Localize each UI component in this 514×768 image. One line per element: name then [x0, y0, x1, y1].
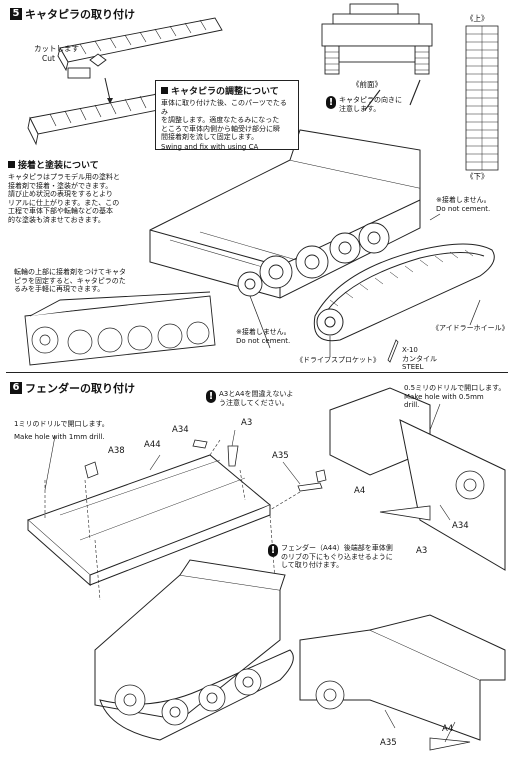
step5-title: 5 キャタピラの取り付け [10, 6, 135, 22]
track-adjust-box: キャタピラの調整について 車体に取り付けた後、このパーツでたるみ を調整します。… [155, 80, 299, 151]
tool-label: X-10 カンタイル STEEL [402, 346, 437, 372]
cut-label-jp: カットします [34, 44, 79, 53]
track-adjust-body: 車体に取り付けた後、このパーツでたるみ を調整します。適度なたるみになった とこ… [161, 99, 287, 151]
track-adjust-heading: キャタピラの調整について [161, 84, 293, 97]
step6-title-text: フェンダーの取り付け [25, 382, 135, 395]
cut-label: カットします Cut [34, 44, 79, 63]
bonding-heading: 接着と塗装について [8, 158, 156, 171]
bonding-body: キャタピラはプラモデル用の塗料と 接着剤で接着・塗装ができます。 請び止め状況の… [8, 173, 120, 224]
step6-title: 6 フェンダーの取り付け [10, 380, 135, 396]
part-label-a3-right: A3 [416, 546, 428, 556]
step5-title-text: キャタピラの取り付け [25, 8, 135, 21]
part-label-a38: A38 [108, 446, 125, 456]
no-cement-note-idler: ※接着しません。 Do not cement. [436, 196, 491, 213]
bottom-view-label: 《下》 [466, 172, 489, 181]
step6-number: 6 [10, 382, 22, 394]
caution-icon: ! [268, 544, 278, 557]
part-label-a35-lower: A35 [380, 738, 397, 748]
tool-code: X-10 [402, 346, 418, 354]
top-view-label: 《上》 [466, 14, 489, 23]
a3-a4-caution: ! A3とA4を間違えないよ う注意してください。 [206, 390, 293, 407]
idler-wheel-label: 《アイドラーホイール》 [432, 324, 509, 332]
square-bullet-icon [161, 87, 168, 94]
drill-1mm-note: 1ミリのドリルで開口します。 Make hole with 1mm drill. [14, 420, 109, 441]
front-view-label: 《前面》 [352, 80, 382, 89]
tool-en: STEEL [402, 363, 424, 371]
no-cement-note-sprocket: ※接着しません。 Do not cement. [236, 328, 291, 345]
part-label-a4: A4 [354, 486, 366, 496]
drive-sprocket-label: 《ドライブスプロケット》 [296, 356, 380, 364]
part-label-a34: A34 [172, 425, 189, 435]
part-label-a35: A35 [272, 451, 289, 461]
part-label-a3: A3 [241, 418, 253, 428]
wheel-note: 転輪の上部に接着剤をつけてキャタ ピラを固定すると、キャタピラのた るみを手軽に… [14, 268, 126, 293]
drill-05mm-note: 0.5ミリのドリルで開口します。 Make hole with 0.5mm dr… [404, 384, 506, 409]
tool-jp: カンタイル [402, 354, 437, 363]
bonding-painting-section: 接着と塗装について キャタピラはプラモデル用の塗料と 接着剤で接着・塗装ができま… [8, 158, 156, 224]
track-direction-caution: ! キャタピラの向きに 注意します。 [326, 96, 402, 113]
square-bullet-icon [8, 161, 15, 168]
caution-icon: ! [326, 96, 336, 109]
fender-note: ! フェンダー（A44）後端部を車体側 のリブの下にもぐり込ませるように して取… [268, 544, 393, 570]
caution-icon: ! [206, 390, 216, 403]
step-divider [6, 372, 508, 373]
part-label-a44: A44 [144, 440, 161, 450]
step5-number: 5 [10, 8, 22, 20]
cut-label-en: Cut [42, 53, 55, 63]
part-label-a4-lower: A4 [442, 724, 454, 734]
part-label-a34-right: A34 [452, 521, 469, 531]
